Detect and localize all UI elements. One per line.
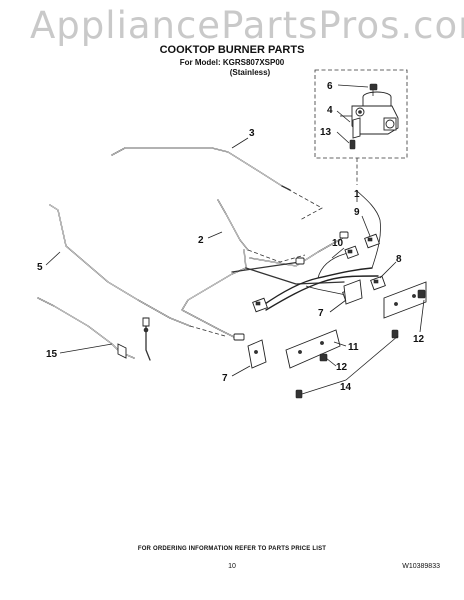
screw-drawing-6 <box>369 83 378 96</box>
valve-bracket-center <box>343 279 363 305</box>
screw-14-b <box>295 389 303 399</box>
gas-valve-drawing <box>340 91 399 135</box>
screw-12-upper <box>417 289 426 299</box>
callout-4: 4 <box>327 105 333 116</box>
valve-bracket-right <box>383 281 427 319</box>
burner-tube-5 <box>49 204 191 327</box>
valve-bracket-left <box>247 339 267 369</box>
callout-7-lower: 7 <box>222 373 228 384</box>
finish-label: (Stainless) <box>230 68 271 77</box>
callout-14: 14 <box>340 382 352 393</box>
callout-6: 6 <box>327 81 333 92</box>
ordering-note: FOR ORDERING INFORMATION REFER TO PARTS … <box>138 546 326 552</box>
igniter-switch-a <box>252 297 268 313</box>
watermark: AppliancePartsPros.com <box>30 4 464 47</box>
igniter-switch-9 <box>364 233 380 249</box>
burner-tube-3 <box>111 147 291 191</box>
gas-manifold-tubes <box>142 235 347 361</box>
valve-inset <box>314 69 408 159</box>
page-title: COOKTOP BURNER PARTS <box>160 44 305 56</box>
callout-11: 11 <box>348 342 359 353</box>
screw-drawing-13 <box>349 139 356 150</box>
valve-bracket-mid <box>285 329 341 369</box>
igniter-switch-8 <box>370 275 386 291</box>
callout-1: 1 <box>354 189 360 200</box>
screw-12-lower <box>319 353 328 362</box>
callout-12-right: 12 <box>413 334 425 345</box>
callout-15: 15 <box>46 349 58 360</box>
callout-labels: 3 2 5 15 6 4 13 1 9 10 8 7 7 11 12 12 14 <box>37 81 425 393</box>
callout-13: 13 <box>320 127 332 138</box>
screw-14-a <box>391 329 399 339</box>
callout-12-lower: 12 <box>336 362 348 373</box>
page-number: 10 <box>228 563 236 570</box>
burner-tube-15 <box>37 297 135 359</box>
bracket-drawing-4 <box>352 117 361 139</box>
callout-8: 8 <box>396 254 402 265</box>
burner-tube-2 <box>217 199 249 251</box>
orifice-fittings <box>233 231 349 341</box>
callout-9: 9 <box>354 207 360 218</box>
document-number: W10389833 <box>402 563 440 570</box>
callout-10: 10 <box>332 238 344 249</box>
wire-harness-10 <box>261 189 381 311</box>
callout-5: 5 <box>37 262 43 273</box>
igniter-switch-c <box>344 245 359 259</box>
model-line: For Model: KGRS807XSP00 <box>180 58 285 67</box>
callout-7-upper: 7 <box>318 308 324 319</box>
callout-3: 3 <box>249 128 255 139</box>
callout-2: 2 <box>198 235 204 246</box>
callout-leaders <box>45 137 425 395</box>
